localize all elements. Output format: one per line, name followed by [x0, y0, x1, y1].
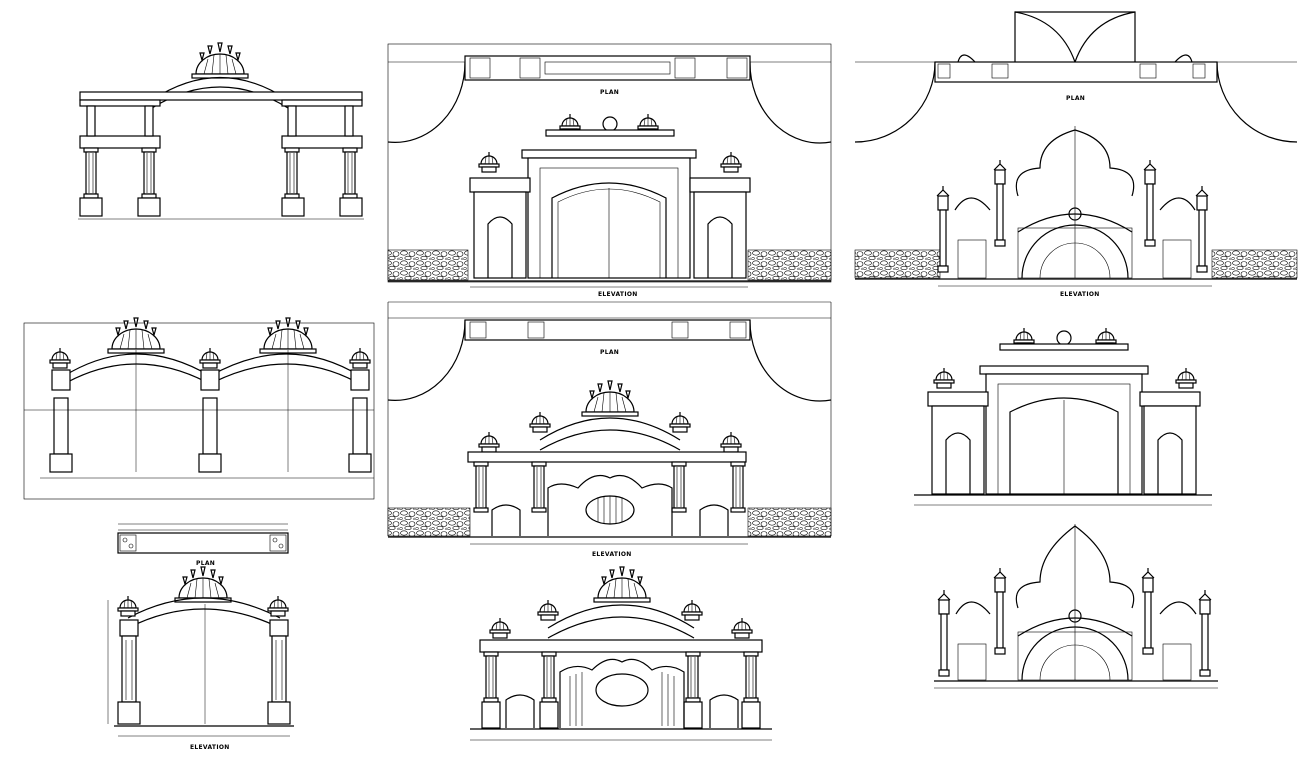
- label-elevation-c: ELEVATION: [592, 551, 632, 558]
- label-plan-e: PLAN: [196, 560, 215, 567]
- label-plan-a: PLAN: [600, 89, 619, 96]
- arch-gate-elevation-1: [78, 42, 364, 220]
- label-elevation-a: ELEVATION: [598, 291, 638, 298]
- gate-plan-and-elevation-2: PLAN ELEVATION: [387, 43, 832, 298]
- lotus-gate-plan-and-elevation-3: PLAN ELEVATION: [854, 11, 1298, 298]
- single-arch-plan-and-elevation-7: PLAN ELEVATION: [107, 523, 294, 751]
- gate-elevation-8: [470, 566, 772, 741]
- label-plan-b: PLAN: [1066, 95, 1085, 102]
- double-arch-gate-elevation-4: [23, 317, 375, 500]
- label-elevation-e: ELEVATION: [1060, 291, 1100, 298]
- gate-elevation-6: [914, 327, 1212, 506]
- label-plan-c: PLAN: [600, 349, 619, 356]
- label-elevation-d: ELEVATION: [190, 744, 230, 751]
- lotus-gate-elevation-9: [934, 524, 1218, 689]
- gate-plan-and-elevation-5: PLAN ELEVATION: [387, 301, 832, 558]
